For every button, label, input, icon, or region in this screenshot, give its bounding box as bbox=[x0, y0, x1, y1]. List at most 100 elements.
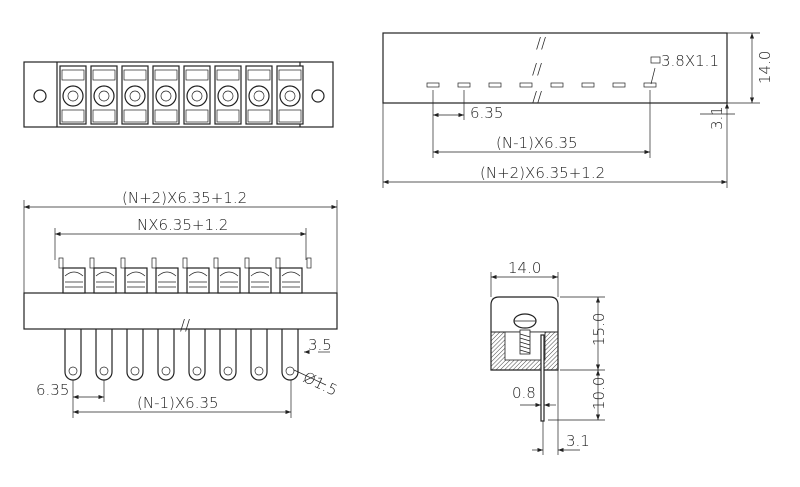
pin bbox=[64, 329, 82, 381]
slot bbox=[643, 82, 657, 88]
clamp-detail bbox=[219, 271, 239, 288]
side-body bbox=[23, 292, 338, 330]
terminal-bottom bbox=[92, 109, 116, 123]
break-mark: // bbox=[532, 60, 542, 78]
slot bbox=[581, 82, 595, 88]
terminal-cell bbox=[214, 65, 242, 125]
screw-icon bbox=[217, 85, 239, 107]
terminal-bottom bbox=[123, 109, 147, 123]
pin bbox=[188, 329, 206, 381]
terminal-cell bbox=[183, 65, 211, 125]
terminal-cell bbox=[152, 65, 180, 125]
dim-body-height: 15.0 bbox=[590, 313, 608, 346]
barrier bbox=[275, 257, 281, 269]
screw-slot-icon bbox=[98, 90, 110, 102]
terminal-cell bbox=[121, 65, 149, 125]
terminal-top bbox=[123, 69, 147, 81]
terminal-cell bbox=[245, 65, 273, 125]
terminal-top bbox=[92, 69, 116, 81]
pin bbox=[157, 329, 175, 381]
terminal-top bbox=[185, 69, 209, 81]
pin-hole-icon bbox=[161, 366, 171, 376]
screw-icon bbox=[186, 85, 208, 107]
screw-slot-icon bbox=[284, 90, 296, 102]
mount-hole-icon bbox=[33, 89, 47, 103]
dim-pitch: 6.35 bbox=[470, 104, 503, 122]
slot bbox=[457, 82, 471, 88]
dim-overall: (N+2)X6.35+1.2 bbox=[480, 164, 605, 182]
terminal-top bbox=[247, 69, 271, 81]
screw-icon bbox=[248, 85, 270, 107]
dim-pin-thickness: 0.8 bbox=[512, 384, 536, 402]
pin-hole-icon bbox=[285, 366, 295, 376]
break-mark: // bbox=[532, 88, 542, 106]
screw-slot-icon bbox=[67, 90, 79, 102]
pin-hole-icon bbox=[254, 366, 264, 376]
clamp-detail bbox=[126, 271, 146, 288]
terminal-top bbox=[278, 69, 302, 81]
side-view: (N+2)X6.35+1.2 NX6.35+1.2 // 3.5 Ø1.5 6.… bbox=[23, 189, 340, 418]
terminal-cell bbox=[276, 65, 304, 125]
dim-pin-offset: 3.1 bbox=[566, 432, 590, 450]
screw-slot-icon bbox=[129, 90, 141, 102]
clamp-detail bbox=[64, 271, 84, 288]
clamp-detail bbox=[281, 271, 301, 288]
pin-hole-icon bbox=[68, 366, 78, 376]
dim-pin-width: 3.5 bbox=[308, 336, 332, 354]
terminal-top bbox=[61, 69, 85, 81]
break-mark: // bbox=[180, 316, 190, 334]
screw-icon bbox=[93, 85, 115, 107]
slot bbox=[550, 82, 564, 88]
terminal-bottom bbox=[278, 109, 302, 123]
barrier bbox=[151, 257, 157, 269]
slot bbox=[519, 82, 533, 88]
dim-pin-length: 10.0 bbox=[590, 377, 608, 410]
top-view bbox=[23, 61, 334, 128]
terminal-cell bbox=[59, 65, 87, 125]
front-view: // // // 3.8X1.1 14.0 3.1 6.35 (N-1)X6.3… bbox=[382, 32, 774, 188]
pin-hole-icon bbox=[192, 366, 202, 376]
mount-hole-icon bbox=[311, 89, 325, 103]
dim-pitch-total: (N-1)X6.35 bbox=[496, 134, 578, 152]
barrier bbox=[213, 257, 219, 269]
screw-slot-icon bbox=[160, 90, 172, 102]
pin bbox=[540, 334, 545, 422]
screw-icon bbox=[279, 85, 301, 107]
barrier bbox=[182, 257, 188, 269]
barrier bbox=[244, 257, 250, 269]
pin-hole-icon bbox=[223, 366, 233, 376]
terminal-top bbox=[154, 69, 178, 81]
terminal-bottom bbox=[247, 109, 271, 123]
terminal-top bbox=[216, 69, 240, 81]
terminal-bottom bbox=[216, 109, 240, 123]
dim-pitch: 6.35 bbox=[36, 381, 69, 399]
pin-hole-icon bbox=[130, 366, 140, 376]
slot bbox=[612, 82, 626, 88]
dim-offset: 3.1 bbox=[708, 106, 726, 130]
pin bbox=[126, 329, 144, 381]
pin bbox=[95, 329, 113, 381]
dim-height: 14.0 bbox=[756, 51, 774, 84]
slot bbox=[488, 82, 502, 88]
clamp-detail bbox=[250, 271, 270, 288]
pin bbox=[281, 329, 299, 381]
pin bbox=[250, 329, 268, 381]
barrier bbox=[58, 257, 64, 269]
screw-slot-icon bbox=[222, 90, 234, 102]
clamp-detail bbox=[188, 271, 208, 288]
dim-slot: 3.8X1.1 bbox=[661, 52, 719, 70]
screw-icon bbox=[124, 85, 146, 107]
screw-icon bbox=[155, 85, 177, 107]
barrier bbox=[306, 257, 312, 269]
pin bbox=[219, 329, 237, 381]
dim-hole: Ø1.5 bbox=[300, 368, 340, 399]
barrier bbox=[89, 257, 95, 269]
terminal-bottom bbox=[154, 109, 178, 123]
terminal-bottom bbox=[185, 109, 209, 123]
front-body bbox=[382, 32, 728, 104]
dim-overall: (N+2)X6.35+1.2 bbox=[122, 189, 247, 207]
clamp-detail bbox=[157, 271, 177, 288]
terminal-cell bbox=[90, 65, 118, 125]
clamp-detail bbox=[95, 271, 115, 288]
